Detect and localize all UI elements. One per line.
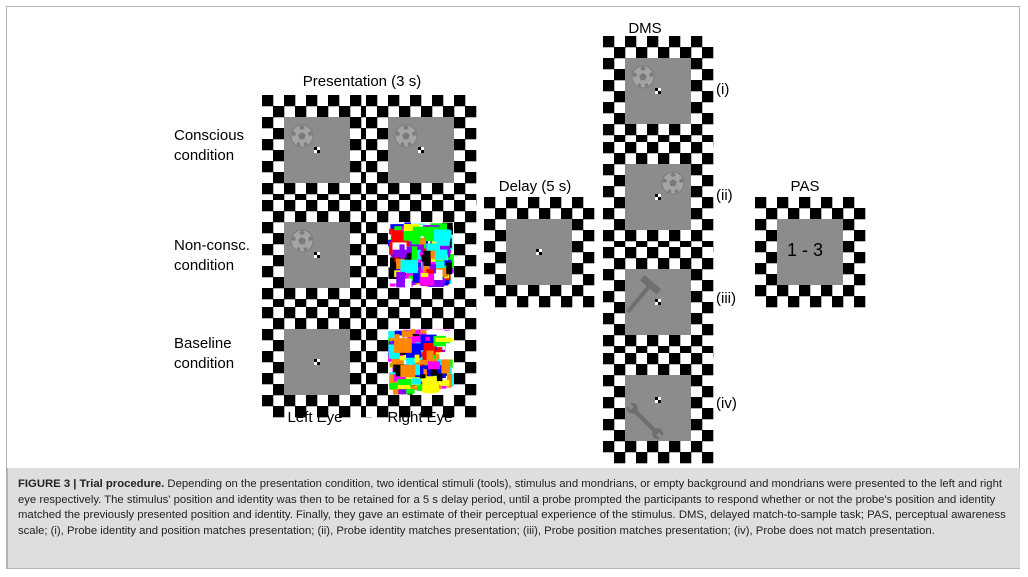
caption-label: FIGURE 3 | Trial procedure. xyxy=(18,478,165,490)
soccer-ball-icon xyxy=(290,229,314,253)
dms-probe-label-iii: (iii) xyxy=(716,290,736,307)
dms-title: DMS xyxy=(628,20,662,37)
stimulus-background xyxy=(777,219,843,285)
pas-scale-text: 1 - 3 xyxy=(786,240,824,260)
dms-probe-i xyxy=(603,36,714,147)
presentation-title: Presentation (3 s) xyxy=(302,73,422,90)
conscious-right-eye-stimulus xyxy=(366,95,477,206)
conscious-condition-line1: Conscious xyxy=(174,127,245,144)
left-eye-label: Left Eye xyxy=(287,409,343,426)
soccer-ball-icon xyxy=(394,124,418,148)
wrench-icon xyxy=(625,401,665,441)
fixation-dot-icon xyxy=(655,194,661,200)
conscious-condition-line2: condition xyxy=(174,147,235,164)
dms-probe-ii xyxy=(603,142,714,253)
fixation-dot-icon xyxy=(655,88,661,94)
delay-title: Delay (5 s) xyxy=(498,178,572,195)
nonconscious-right-eye-mondrian xyxy=(366,200,477,311)
conscious-left-eye-stimulus xyxy=(262,95,373,206)
trial-procedure-diagram xyxy=(262,36,866,464)
fixation-dot-icon xyxy=(536,249,542,255)
soccer-ball-icon xyxy=(290,124,314,148)
pas-scale-box xyxy=(755,197,866,308)
nonconscious-left-eye-stimulus xyxy=(262,200,373,311)
dms-probe-label-iv: (iv) xyxy=(716,395,737,412)
baseline-condition-line1: Baseline xyxy=(174,335,232,352)
fixation-dot-icon xyxy=(655,397,661,403)
soccer-ball-icon xyxy=(631,65,655,89)
fixation-dot-icon xyxy=(418,147,424,153)
baseline-left-eye-stimulus xyxy=(262,307,373,418)
soccer-ball-icon xyxy=(661,171,685,195)
dms-probe-label-ii: (ii) xyxy=(716,187,733,204)
baseline-condition-line2: condition xyxy=(174,355,235,372)
fixation-dot-icon xyxy=(655,299,661,305)
dms-probe-label-i: (i) xyxy=(716,81,730,98)
fixation-dot-icon xyxy=(314,252,320,258)
caption-box xyxy=(7,468,1020,568)
caption-text: Depending on the presentation condition,… xyxy=(18,478,1006,537)
fixation-dot-icon xyxy=(314,147,320,153)
dms-probe-iii xyxy=(603,247,714,358)
delay-stimulus xyxy=(484,197,595,308)
mondrian-mask xyxy=(388,329,454,395)
right-eye-label: Right Eye xyxy=(387,409,453,426)
baseline-right-eye-mondrian xyxy=(366,307,477,418)
figure-caption: FIGURE 3 | Trial procedure. Depending on… xyxy=(18,477,1008,539)
pas-title: PAS xyxy=(790,178,820,195)
mondrian-mask xyxy=(388,222,454,288)
dms-probe-iv xyxy=(603,353,714,464)
nonconscious-condition-line1: Non-consc. xyxy=(174,237,250,254)
fixation-dot-icon xyxy=(314,359,320,365)
nonconscious-condition-line2: condition xyxy=(174,257,235,274)
hammer-icon xyxy=(626,275,661,314)
